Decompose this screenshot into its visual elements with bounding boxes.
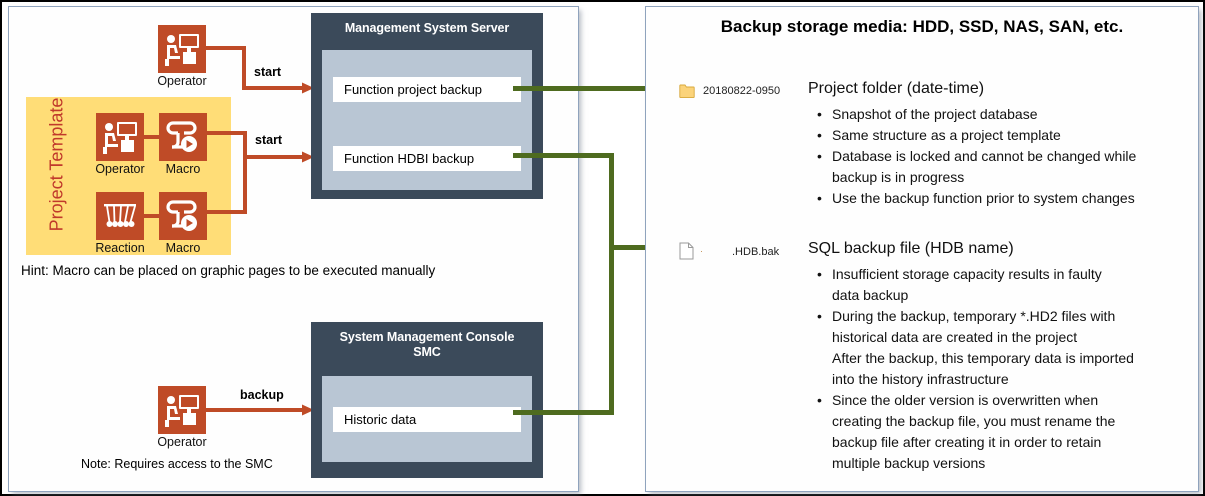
conn-macro2-out	[207, 210, 247, 214]
folder-file-label: 20180822-0950	[703, 85, 781, 97]
folder-icon	[679, 84, 695, 99]
reaction-icon	[104, 204, 136, 227]
tile-caption: Macro	[165, 241, 201, 255]
tile-caption: Operator	[157, 74, 207, 88]
macro-icon	[166, 121, 197, 152]
tile-reaction[interactable]: Reaction	[95, 192, 145, 255]
green-line-historic-data	[513, 410, 614, 415]
list-item-cont: historical data are created in the proje…	[832, 329, 1078, 345]
green-line-to-document	[609, 245, 679, 250]
list-item: Insufficient storage capacity results in…	[814, 264, 1189, 285]
list-item: Same structure as a project template	[814, 125, 1189, 146]
list-item-cont: data backup	[832, 287, 909, 303]
function-project-backup[interactable]: Function project backup	[333, 77, 521, 102]
conn-macro-bus	[243, 131, 247, 214]
operator-icon	[165, 395, 199, 427]
green-line-hdbi-backup	[513, 153, 614, 158]
smc-box: System Management Console SMC Historic d…	[311, 322, 543, 478]
note-text: Note: Requires access to the SMC	[81, 457, 273, 471]
operator-icon	[165, 34, 199, 66]
green-bus-lower	[609, 247, 614, 415]
conn-start2-line	[243, 155, 306, 159]
list-item-cont: into the history infrastructure	[832, 371, 1009, 387]
sql-backup-bullets: Insufficient storage capacity results in…	[814, 264, 1189, 474]
server-title: Management System Server	[344, 21, 510, 35]
list-item: During the backup, temporary *.HD2 files…	[814, 306, 1189, 327]
tile-caption: Operator	[95, 162, 145, 176]
green-line-project-backup	[513, 86, 679, 91]
link-operator-macro	[144, 135, 159, 139]
smc-title-line1: System Management Console	[339, 330, 515, 344]
document-dot-marker: ·	[700, 246, 703, 256]
green-bus-upper	[609, 153, 614, 249]
list-item-cont: After the backup, this temporary data is…	[832, 350, 1134, 366]
function-hdbi-backup[interactable]: Function HDBI backup	[333, 146, 521, 171]
tile-macro-2[interactable]: Macro	[159, 192, 207, 255]
tile-caption: Reaction	[95, 241, 145, 255]
tile-caption: Macro	[165, 162, 201, 176]
label-start-2: start	[255, 133, 283, 147]
project-folder-bullets: Snapshot of the project database Same st…	[814, 104, 1189, 209]
list-item: Snapshot of the project database	[814, 104, 1189, 125]
project-template-box: Project Template Operator	[26, 97, 231, 255]
right-panel: Backup storage media: HDD, SSD, NAS, SAN…	[645, 6, 1199, 492]
tile-operator-top[interactable]: Operator	[157, 25, 207, 88]
tile-operator-bottom[interactable]: Operator	[157, 386, 207, 449]
arrowhead-start1	[302, 82, 314, 94]
tile-macro-1[interactable]: Macro	[159, 113, 207, 176]
project-template-label: Project Template	[46, 97, 67, 232]
right-panel-title: Backup storage media: HDD, SSD, NAS, SAN…	[720, 17, 1124, 36]
list-item: Use the backup function prior to system …	[814, 188, 1189, 209]
tile-operator[interactable]: Operator	[95, 113, 145, 176]
macro-icon	[166, 200, 197, 231]
list-item-cont: backup is in progress	[832, 169, 965, 185]
server-inner-panel: Function project backup Function HDBI ba…	[322, 50, 532, 190]
sql-backup-heading: SQL backup file (HDB name)	[808, 240, 1014, 257]
smc-inner-panel: Historic data	[322, 376, 532, 462]
left-panel: Project Template Operator	[8, 6, 579, 492]
list-item-cont: backup file after creating it in order t…	[832, 434, 1102, 450]
sql-file-label: .HDB.bak	[732, 246, 780, 258]
management-system-server-box: Management System Server Function projec…	[311, 13, 543, 199]
function-historic-data[interactable]: Historic data	[333, 407, 521, 432]
conn-macro1-out	[207, 131, 247, 135]
arrowhead-backup	[302, 404, 314, 416]
list-item-cont: creating the backup file, you must renam…	[832, 413, 1116, 429]
list-item-cont: multiple backup versions	[832, 455, 986, 471]
list-item: Since the older version is overwritten w…	[814, 390, 1189, 411]
project-folder-heading: Project folder (date-time)	[808, 80, 985, 97]
list-item: Database is locked and cannot be changed…	[814, 146, 1189, 167]
document-icon	[679, 242, 694, 260]
link-reaction-macro	[144, 214, 159, 218]
conn-operator-down	[242, 46, 246, 90]
tile-caption: Operator	[157, 435, 207, 449]
conn-start1-line	[242, 86, 306, 90]
arrowhead-start2	[302, 151, 314, 163]
hint-text: Hint: Macro can be placed on graphic pag…	[21, 263, 436, 278]
operator-icon	[103, 122, 137, 154]
conn-operator-out	[206, 46, 246, 50]
smc-title-line2: SMC	[413, 345, 441, 359]
label-start-1: start	[254, 65, 282, 79]
label-backup: backup	[240, 388, 284, 402]
conn-backup-line	[206, 408, 306, 412]
